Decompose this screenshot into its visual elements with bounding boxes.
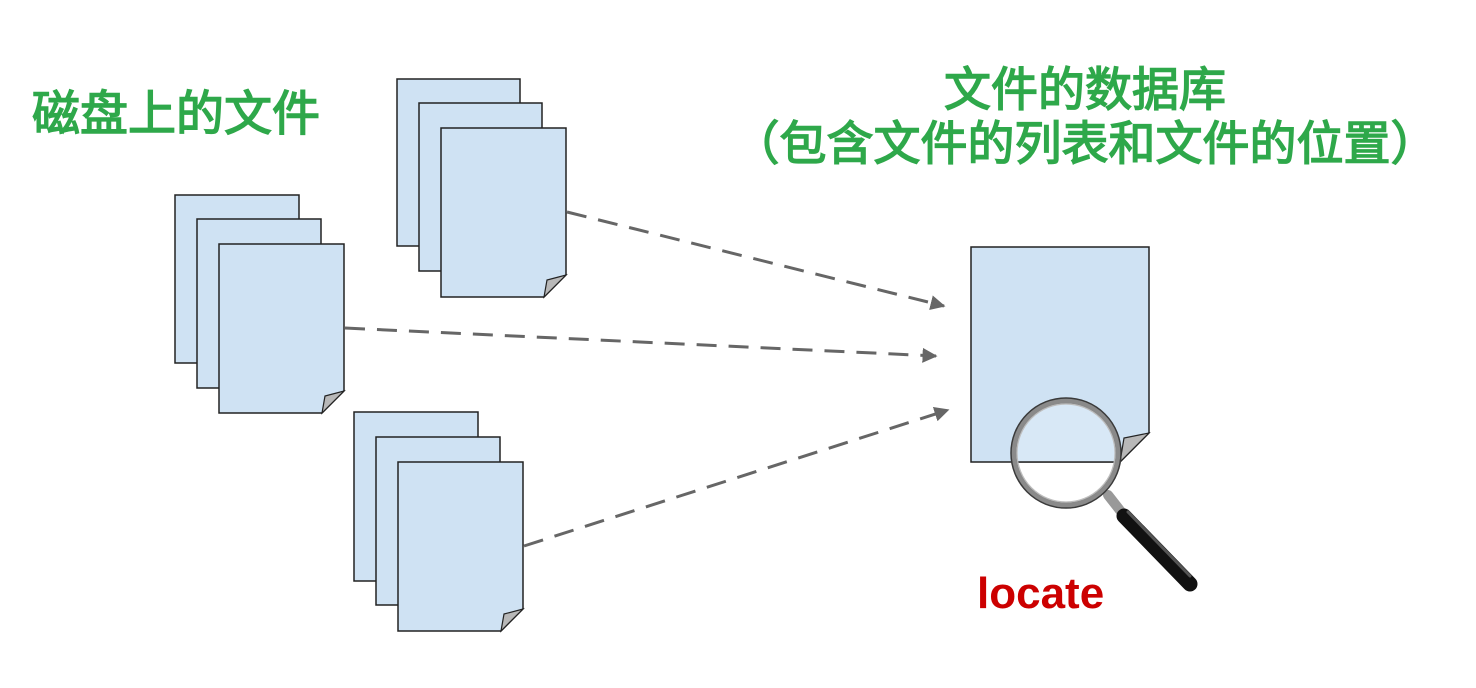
database-subtitle: （包含文件的列表和文件的位置） <box>732 117 1438 172</box>
file-stack-top <box>396 78 568 299</box>
page-fold <box>1119 432 1151 464</box>
database-document <box>970 246 1151 464</box>
file-stack-left <box>174 194 346 415</box>
arrows <box>344 210 950 548</box>
document-icon <box>440 127 567 298</box>
arrow-bottom-stack <box>523 406 950 548</box>
document-icon <box>397 461 524 632</box>
arrow-left-stack <box>344 326 938 363</box>
file-stack-bottom <box>353 411 525 633</box>
page-fold <box>500 607 525 633</box>
disk-files-label: 磁盘上的文件 <box>32 86 321 142</box>
database-label: 文件的数据库 （包含文件的列表和文件的位置） <box>720 64 1450 172</box>
page-fold <box>543 273 568 299</box>
page-fold <box>321 389 346 415</box>
document-icon <box>218 243 345 414</box>
database-title: 文件的数据库 <box>944 63 1226 118</box>
locate-label: locate <box>977 569 1105 618</box>
arrow-top-stack <box>566 210 946 311</box>
